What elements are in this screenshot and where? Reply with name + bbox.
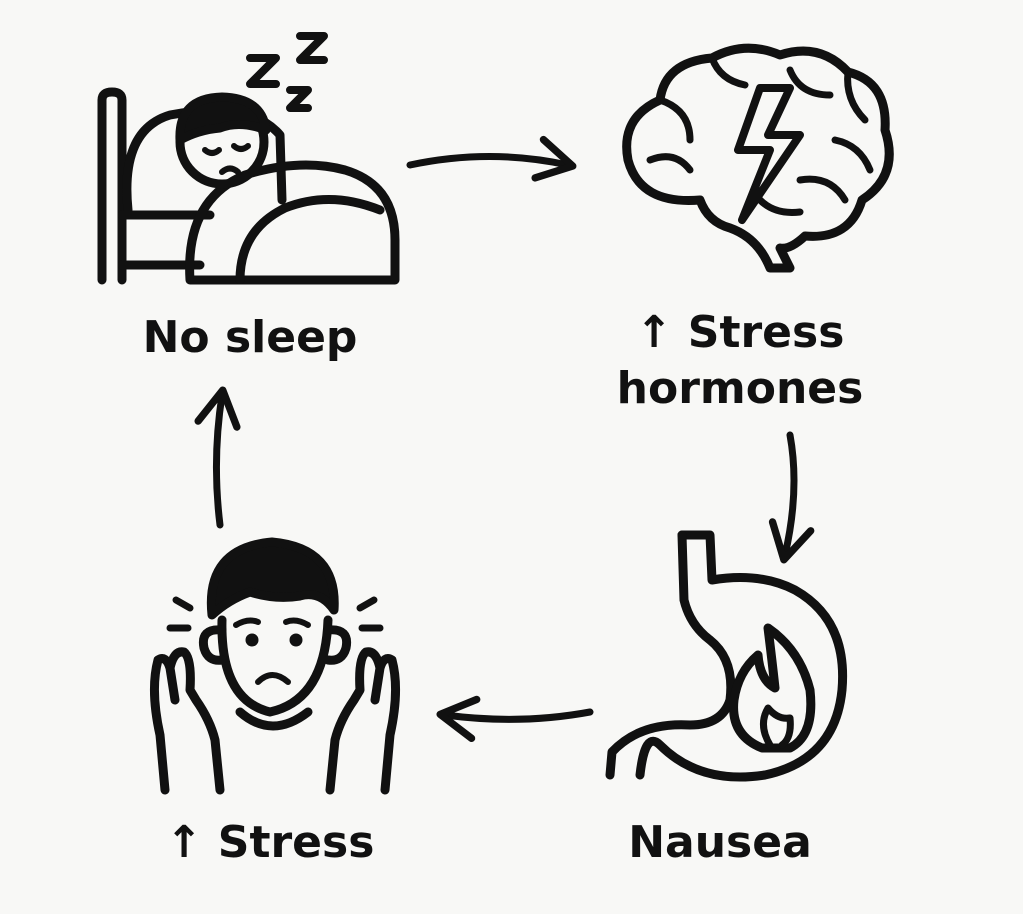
node-label-stress: ↑ Stress	[165, 817, 375, 868]
arrow-stress-to-sleep	[194, 386, 241, 529]
arrow-brain-to-nausea	[768, 431, 815, 564]
sleeping-person-in-bed-icon	[97, 87, 400, 285]
zzz-icon	[246, 32, 328, 112]
node-label-nausea: Nausea	[628, 817, 812, 868]
node-label-stress-hormones: ↑ Stress hormones	[560, 305, 920, 417]
stomach-with-flame-icon	[605, 530, 848, 782]
brain-with-lightning-icon	[622, 43, 894, 273]
arrow-sleep-to-brain	[406, 135, 577, 182]
node-label-no-sleep: No sleep	[142, 312, 358, 363]
stressed-person-icon	[149, 537, 401, 795]
node-label-stress-hormones-line2: hormones	[616, 363, 864, 414]
arrow-nausea-to-stress	[436, 695, 594, 742]
node-label-stress-hormones-line1: ↑ Stress	[635, 307, 845, 358]
